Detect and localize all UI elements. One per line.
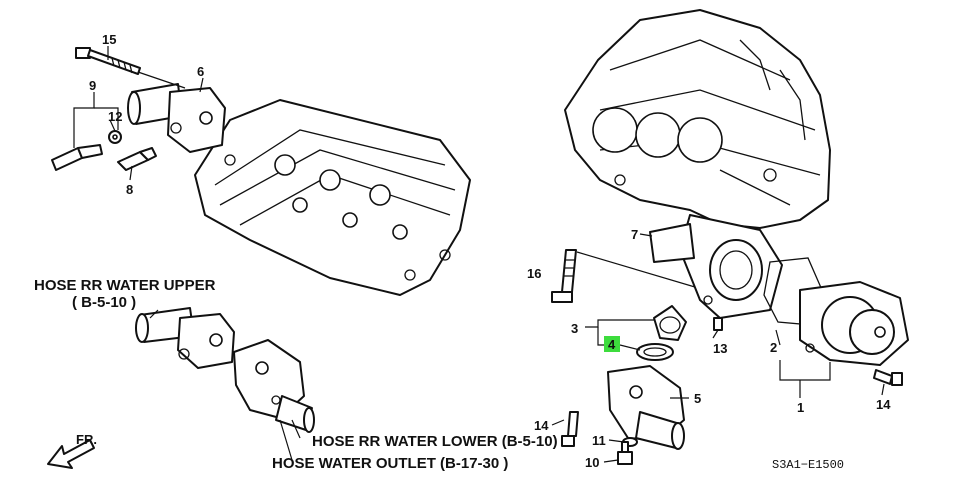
part-7-thermostat-housing (649, 214, 783, 319)
engine-block (564, 9, 831, 229)
hose-rr-upper-ref: ( B-5-10 ) (72, 294, 136, 311)
hose-rr-lower-label: HOSE RR WATER LOWER (B-5-10) (312, 433, 558, 450)
part-15-bolt (75, 47, 186, 89)
part-6-outlet-housing (127, 83, 226, 153)
part-13-dowel (713, 317, 723, 331)
hose-rr-upper-label: HOSE RR WATER UPPER (34, 277, 216, 294)
callout-15: 15 (102, 32, 116, 47)
part-12-washer (108, 130, 122, 144)
callout-11: 11 (592, 433, 606, 448)
part-16-bolt (551, 249, 577, 303)
ref-lower-housing (233, 339, 315, 433)
part-10-bolt (617, 441, 633, 465)
cylinder-head (194, 99, 471, 296)
direction-label: FR. (76, 432, 97, 447)
callout-13: 13 (713, 341, 727, 356)
ref-upper-hose-connector (135, 307, 235, 369)
callout-2: 2 (770, 340, 777, 355)
part-14-bolt-lower (561, 411, 579, 447)
callout-1: 1 (797, 400, 804, 415)
callout-14-lower: 14 (534, 418, 549, 433)
callout-10: 10 (585, 455, 599, 470)
part-16-leader (576, 251, 706, 291)
diagram-code: S3A1−E1500 (772, 458, 844, 472)
part-3-thermostat (653, 305, 687, 341)
callout-7: 7 (631, 227, 638, 242)
callout-3: 3 (571, 321, 578, 336)
leader-lines (73, 46, 885, 463)
part-14-bolt-right (873, 369, 903, 386)
callout-14-right: 14 (876, 397, 891, 412)
callout-16: 16 (527, 266, 541, 281)
part-9-sensor (51, 144, 103, 171)
callout-5: 5 (694, 391, 701, 406)
part-1-water-pump (799, 281, 909, 366)
part-5-lower-housing (607, 365, 685, 450)
part-8-sensor (117, 147, 157, 171)
callout-12: 12 (108, 109, 122, 124)
callout-6: 6 (197, 64, 204, 79)
direction-arrow-icon: FR. (47, 432, 97, 469)
callout-4-highlight (604, 336, 620, 352)
callout-numbers: 15 6 9 12 8 7 16 3 4 13 2 1 14 5 14 11 1… (89, 32, 891, 470)
part-4-seal (636, 343, 674, 361)
hose-outlet-label: HOSE WATER OUTLET (B-17-30 ) (272, 455, 508, 472)
callout-9: 9 (89, 78, 96, 93)
callout-4: 4 (608, 337, 616, 352)
callout-8: 8 (126, 182, 133, 197)
